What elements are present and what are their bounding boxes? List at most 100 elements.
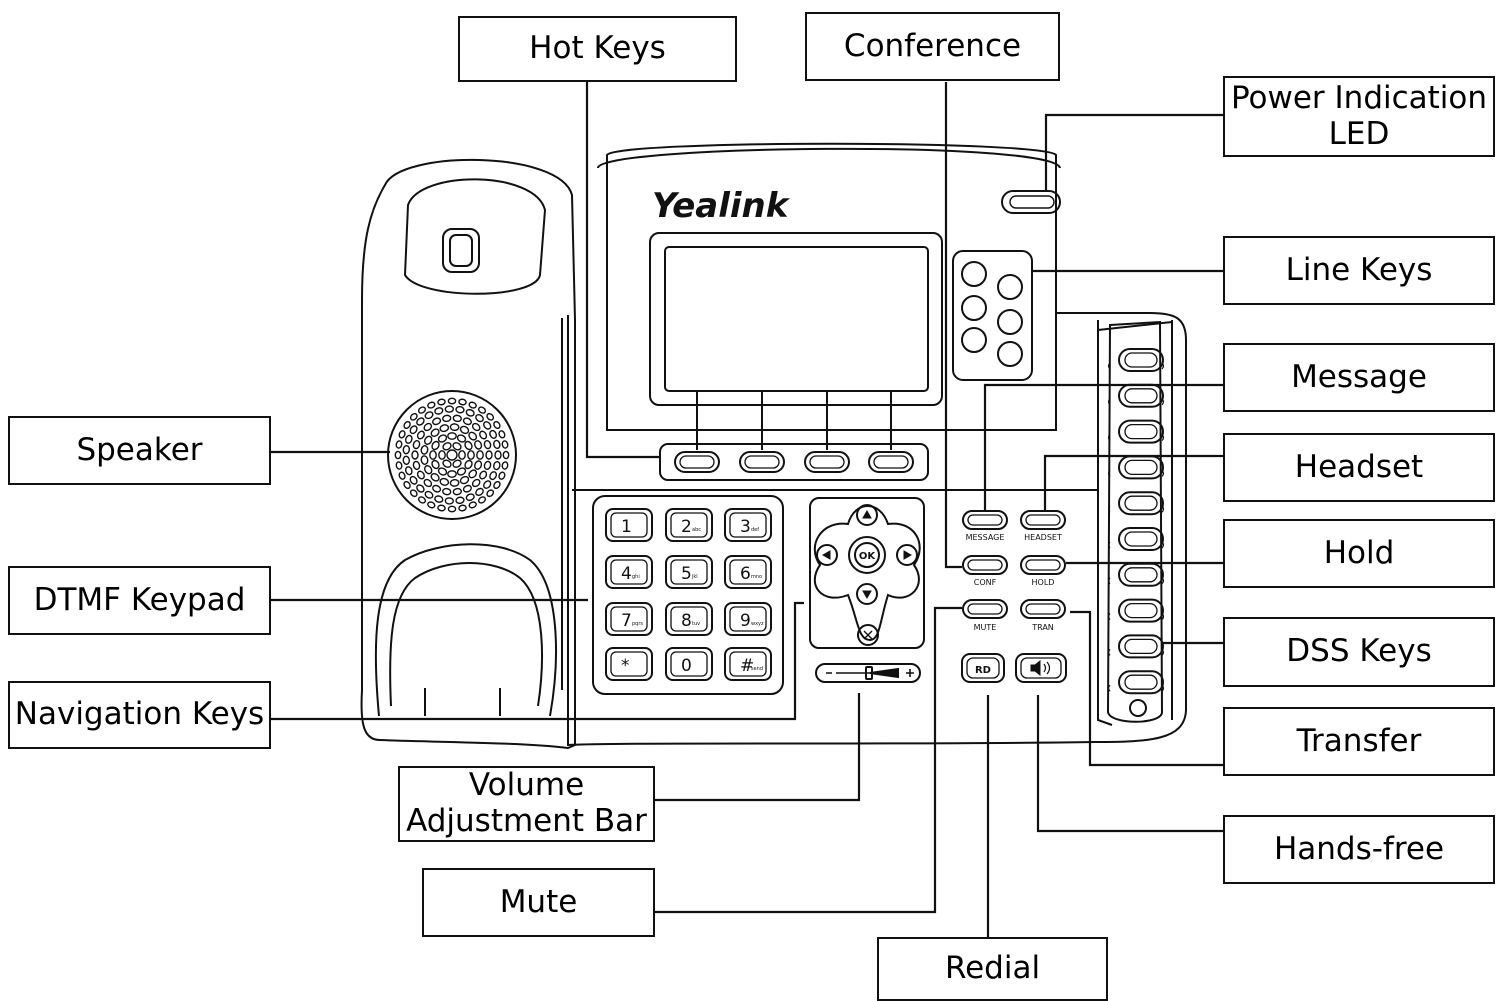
keypad-digit: 9 [740, 611, 751, 631]
grille-hole [471, 478, 481, 488]
leader-message [983, 383, 1223, 510]
grille-hole [493, 480, 501, 490]
callout-volume-bar: Volume Adjustment Bar [398, 766, 655, 842]
dss-key [1118, 348, 1164, 372]
speaker-icon [1030, 659, 1041, 677]
grille-hole [456, 467, 467, 476]
grille-hole [489, 471, 498, 481]
callout-mute: Mute [422, 868, 655, 937]
keypad-digit: 8 [681, 611, 692, 631]
grille-hole [479, 430, 488, 440]
grille-hole [465, 493, 475, 502]
function-key [1020, 555, 1066, 575]
key-label-message: MESSAGE [966, 533, 1005, 542]
keypad-letters: wxyz [751, 621, 764, 627]
grille-hole [409, 412, 418, 421]
leader-transfer [1070, 610, 1223, 767]
svg-text:RD: RD [975, 665, 991, 676]
key-label-headset: HEADSET [1024, 533, 1062, 542]
grille-hole [501, 440, 509, 449]
grille-hole [494, 450, 502, 460]
hands-free-key [1015, 653, 1067, 683]
keypad-letters: pqrs [632, 621, 643, 627]
grille-hole [483, 460, 492, 471]
key-label-hold: HOLD [1032, 578, 1055, 587]
grille-hole [467, 450, 475, 460]
hot-keys [659, 391, 929, 481]
grille-hole [452, 442, 462, 451]
callout-redial: Redial [877, 937, 1108, 1001]
grille-hole [456, 434, 467, 443]
grille-hole [502, 450, 510, 460]
leader-lines [271, 82, 1223, 937]
grille-hole [444, 497, 454, 505]
grille-hole [444, 405, 454, 413]
keypad-key: * [605, 647, 653, 681]
grille-hole [442, 459, 452, 468]
grille-hole [489, 429, 498, 439]
leader-headset [1043, 454, 1223, 510]
grille-hole [438, 450, 446, 460]
keypad-digit: * [621, 656, 630, 676]
grille-hole [458, 398, 467, 406]
keypad-digit: 6 [740, 564, 751, 584]
grille-hole [477, 496, 487, 504]
grille-hole [475, 487, 484, 496]
keypad-digit: 0 [681, 656, 692, 676]
grille-hole [476, 450, 484, 460]
keypad-letters: def [751, 527, 759, 533]
grille-hole [434, 495, 444, 503]
grille-hole [442, 414, 452, 423]
grille-hole [416, 430, 425, 440]
grille-hole [437, 398, 446, 406]
grille-hole [412, 439, 421, 450]
grille-hole [439, 477, 450, 486]
grille-hole [420, 455, 429, 465]
key-label-mute: MUTE [974, 623, 997, 632]
grille-hole [459, 425, 470, 435]
grille-hole [501, 461, 509, 470]
grille-hole [432, 484, 442, 493]
grille-hole [409, 475, 418, 485]
grille-hole [427, 501, 436, 509]
grille-hole [475, 414, 484, 423]
grille-hole [409, 489, 418, 498]
grille-hole [439, 424, 450, 433]
keypad-letters: abc [692, 527, 701, 533]
function-key [1020, 510, 1066, 530]
grille-hole [464, 459, 473, 470]
dss-key [1118, 634, 1164, 659]
grille-hole [468, 501, 477, 509]
keypad-letters: send [751, 666, 763, 672]
grille-hole [427, 401, 436, 409]
grille-hole [447, 432, 457, 440]
keypad-digit: 1 [621, 517, 632, 537]
callout-speaker: Speaker [8, 416, 271, 485]
ok-key-label: OK [859, 551, 877, 562]
grille-hole [423, 422, 433, 432]
grille-hole [483, 439, 492, 450]
dss-panel [1097, 320, 1173, 726]
grille-hole [458, 504, 467, 512]
grille-hole [398, 430, 406, 439]
hot-key [868, 451, 914, 473]
grille-hole [458, 450, 466, 460]
dss-key [1118, 527, 1164, 551]
grille-hole [442, 487, 452, 496]
grille-hole [486, 412, 495, 421]
function-key [962, 510, 1008, 530]
callout-line-keys: Line Keys [1223, 236, 1495, 305]
callout-navigation-keys: Navigation Keys [8, 681, 271, 749]
grille-hole [395, 461, 403, 470]
callout-hot-keys: Hot Keys [458, 16, 737, 82]
grille-hole [431, 440, 440, 451]
grille-hole [474, 460, 483, 470]
function-key [1020, 599, 1066, 619]
grille-hole [442, 442, 452, 451]
grille-hole [462, 484, 472, 493]
phone-body [561, 142, 1187, 747]
